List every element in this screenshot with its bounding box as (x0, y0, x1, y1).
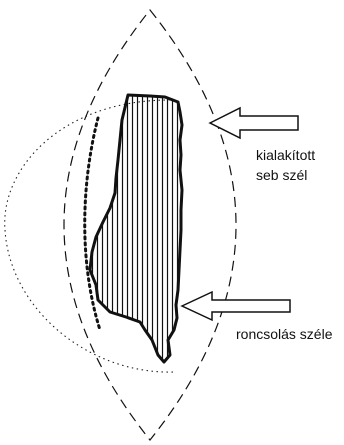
damage-edge-arrow (182, 292, 290, 320)
lacerated-area (90, 95, 182, 362)
wound-edge-label-line1: kialakított (256, 147, 315, 163)
wound-edge-label-line2: seb szél (256, 167, 307, 183)
wound-edge-arrow (210, 108, 298, 138)
damage-edge-label: roncsolás széle (236, 326, 333, 342)
